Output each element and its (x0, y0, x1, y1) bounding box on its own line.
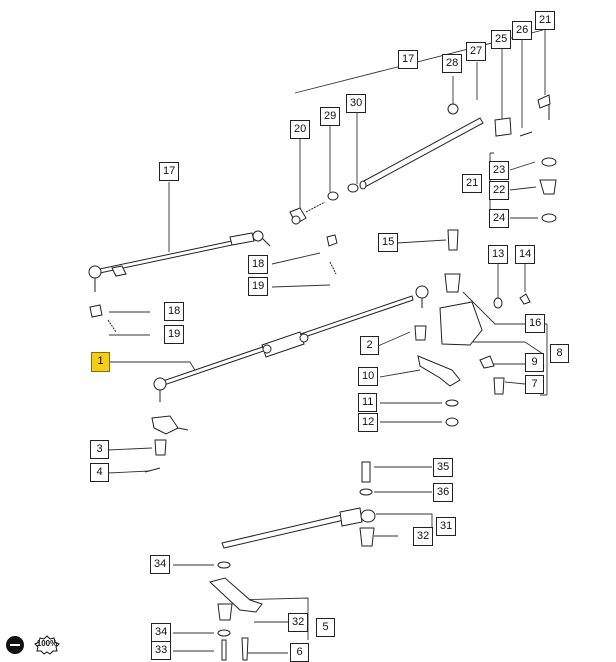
callout-17-left[interactable]: 17 (159, 162, 180, 181)
callout-24[interactable]: 24 (489, 209, 510, 228)
callout-29[interactable]: 29 (320, 107, 341, 126)
callout-23[interactable]: 23 (489, 161, 510, 180)
callout-16[interactable]: 16 (525, 314, 546, 333)
zoom-level-badge[interactable]: 100% (34, 635, 60, 655)
callout-19-lower[interactable]: 19 (164, 325, 185, 344)
callout-9[interactable]: 9 (525, 353, 544, 372)
small-parts (89, 103, 557, 661)
callout-18-lower[interactable]: 18 (164, 302, 185, 321)
callout-3[interactable]: 3 (90, 440, 109, 459)
callout-22[interactable]: 22 (489, 181, 510, 200)
callout-28[interactable]: 28 (442, 54, 463, 73)
callout-30[interactable]: 30 (346, 94, 367, 113)
callout-21-top[interactable]: 21 (535, 11, 556, 30)
callout-1[interactable]: 1 (91, 352, 110, 372)
callout-34-lower[interactable]: 34 (151, 623, 172, 642)
callout-15[interactable]: 15 (378, 233, 399, 252)
callout-33[interactable]: 33 (151, 641, 172, 660)
callout-36[interactable]: 36 (433, 483, 454, 502)
zoom-out-icon[interactable] (6, 636, 24, 654)
upper-tie-rod (289, 94, 551, 225)
callout-19-upper[interactable]: 19 (248, 277, 269, 296)
callout-8[interactable]: 8 (550, 344, 569, 363)
callout-14[interactable]: 14 (515, 245, 536, 264)
callout-21-group[interactable]: 21 (462, 174, 483, 193)
callout-6[interactable]: 6 (290, 643, 309, 662)
zoom-badge-icon (34, 635, 60, 655)
callout-7[interactable]: 7 (525, 375, 544, 394)
callout-20[interactable]: 20 (290, 120, 311, 139)
callout-18-upper[interactable]: 18 (248, 255, 269, 274)
callout-12[interactable]: 12 (358, 413, 379, 432)
callout-10[interactable]: 10 (358, 367, 379, 386)
callout-31[interactable]: 31 (436, 517, 457, 536)
callout-32-lower[interactable]: 32 (288, 613, 309, 632)
callout-11[interactable]: 11 (358, 393, 378, 412)
callout-34-upper[interactable]: 34 (150, 555, 171, 574)
drag-link-assembly (88, 230, 271, 292)
tie-rod-assembly (151, 285, 429, 435)
callout-4[interactable]: 4 (90, 463, 109, 482)
callout-13[interactable]: 13 (488, 245, 509, 264)
callout-32-upper[interactable]: 32 (413, 527, 434, 546)
callout-17-upper[interactable]: 17 (398, 50, 419, 69)
callout-2[interactable]: 2 (360, 336, 379, 355)
callout-27[interactable]: 27 (466, 42, 487, 61)
callout-5[interactable]: 5 (316, 618, 335, 637)
callout-35[interactable]: 35 (433, 458, 454, 477)
zoom-level-text: 100% (36, 639, 58, 648)
callout-25[interactable]: 25 (491, 30, 512, 49)
callout-26[interactable]: 26 (512, 21, 533, 40)
